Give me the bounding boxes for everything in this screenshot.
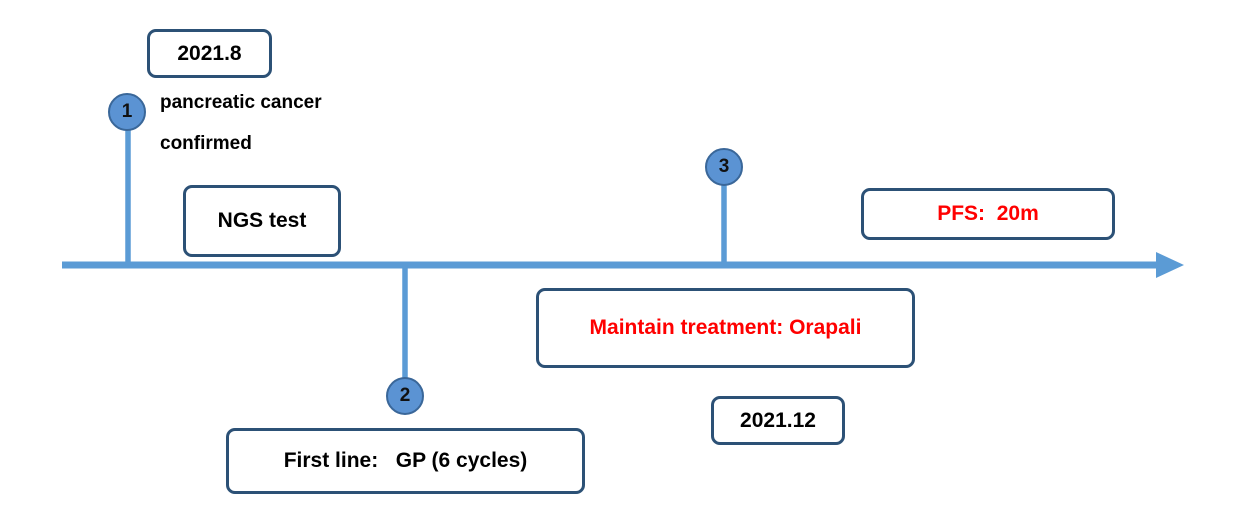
date-label-1: 2021.8 (177, 41, 242, 65)
marker-2-label: 2 (399, 385, 411, 406)
date-box-1: 2021.8 (147, 29, 272, 78)
marker-1-label: 1 (121, 101, 133, 122)
pfs-box: PFS: 20m (861, 188, 1115, 240)
marker-3-label: 3 (718, 156, 730, 177)
date-box-2: 2021.12 (711, 396, 845, 445)
ngs-test-box: NGS test (183, 185, 341, 257)
maintain-treatment-box: Maintain treatment: Orapali (536, 288, 915, 368)
pfs-label: PFS: 20m (937, 202, 1039, 225)
first-line-box: First line: GP (6 cycles) (226, 428, 585, 494)
diagnosis-line-1: pancreatic cancer (160, 92, 322, 113)
date-label-2: 2021.12 (740, 408, 816, 432)
marker-3: 3 (705, 148, 743, 186)
marker-1: 1 (108, 93, 146, 131)
ngs-test-label: NGS test (217, 209, 307, 232)
maintain-treatment-label: Maintain treatment: Orapali (589, 316, 862, 339)
first-line-label: First line: GP (6 cycles) (283, 449, 528, 472)
timeline-arrowhead (1156, 252, 1184, 278)
marker-2: 2 (386, 377, 424, 415)
diagnosis-line-2: confirmed (160, 133, 252, 154)
